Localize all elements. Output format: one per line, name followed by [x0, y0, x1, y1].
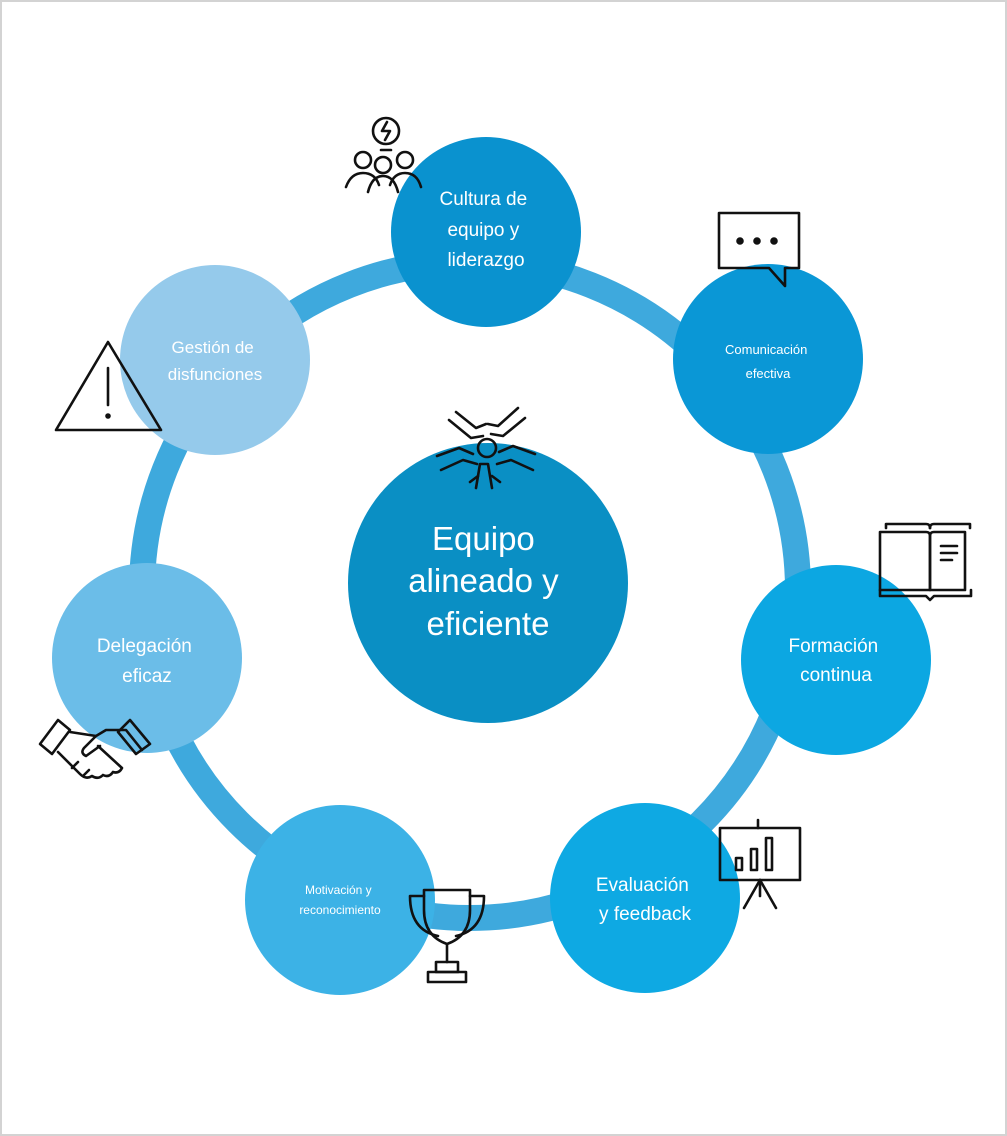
- speech-bubble-icon: [717, 211, 801, 288]
- node-comunicacion: Comunicación efectiva: [673, 264, 863, 454]
- svg-text:Delegación eficaz: Delegación eficaz: [97, 636, 197, 687]
- svg-text:Motivación y reconocimie: Motivación y reconocimiento: [299, 883, 381, 917]
- node-motivacion: Motivación y reconocimiento: [245, 805, 435, 995]
- handshake-icon: [38, 718, 152, 780]
- center-node: Equipo alineado y eficiente: [348, 443, 628, 723]
- node-gestion: Gestión de disfunciones: [120, 265, 310, 455]
- trophy-icon: [408, 888, 486, 984]
- svg-text:Equipo alineado y: Equipo alineado y eficiente: [408, 520, 568, 642]
- open-book-icon: [878, 522, 973, 602]
- node-evaluacion: Evaluación y feedback: [550, 803, 740, 993]
- presentation-chart-icon: [718, 818, 802, 910]
- node-cultura: Cultura de equipo y liderazgo: [391, 137, 581, 327]
- hands-together-icon: [435, 406, 537, 490]
- node-formacion: Formación continua: [741, 565, 931, 755]
- svg-text:Evaluación y feedback: Evaluación y feedback: [596, 875, 694, 925]
- svg-text:Formación continua: Formación continua: [788, 636, 883, 686]
- svg-text:Cultura de equipo y: Cultura de equipo y liderazgo: [440, 189, 533, 271]
- svg-text:Comunicación efectiva: Comunicación efectiva: [725, 342, 811, 381]
- team-idea-icon: [344, 116, 423, 194]
- warning-triangle-icon: [54, 340, 163, 432]
- node-delegacion: Delegación eficaz: [52, 563, 242, 753]
- svg-text:Gestión de disfunciones: Gestión de disfunciones: [168, 338, 263, 384]
